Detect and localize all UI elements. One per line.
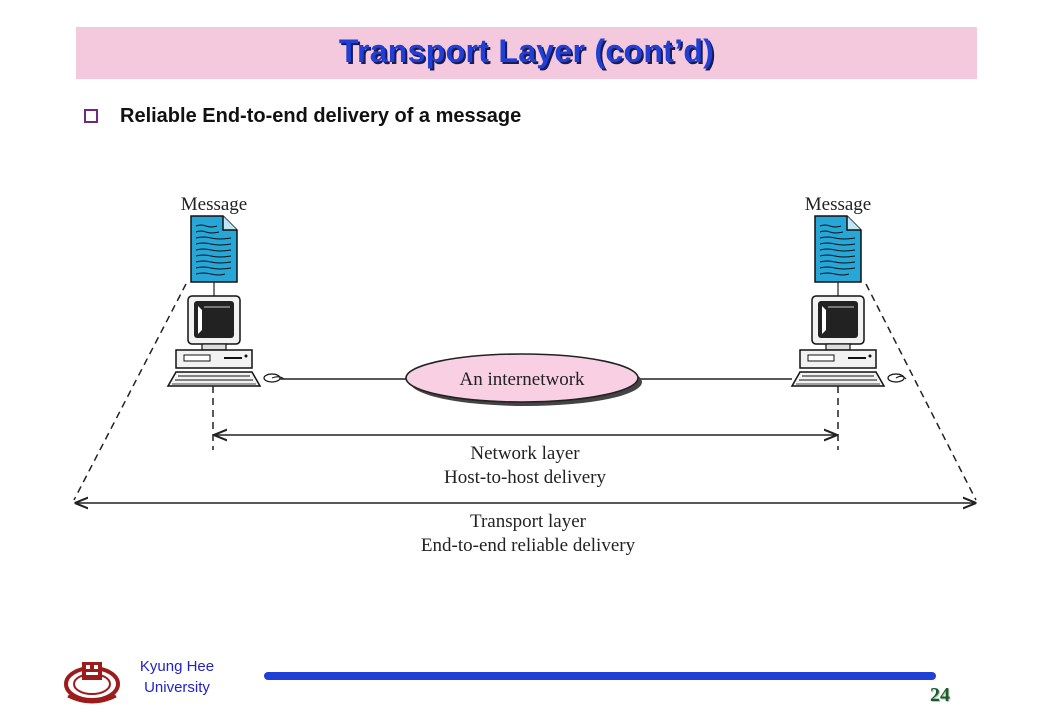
transport-layer-title: Transport layer xyxy=(470,511,587,532)
left-computer-icon xyxy=(167,295,281,387)
left-document-icon xyxy=(190,215,238,283)
title-bar: Transport Layer (cont’d) xyxy=(76,27,977,79)
bullet-text: Reliable End-to-end delivery of a messag… xyxy=(120,105,522,127)
university-name-line1: Kyung Hee xyxy=(139,658,215,675)
slide-title: Transport Layer (cont’d) xyxy=(338,33,715,69)
page-number: 24 xyxy=(930,684,950,706)
left-message-label: Message xyxy=(181,194,247,215)
internetwork-cloud xyxy=(405,353,642,406)
network-layer-subtitle: Host-to-host delivery xyxy=(444,467,607,488)
right-computer-icon xyxy=(791,295,905,387)
university-logo-icon xyxy=(64,662,120,704)
right-document-icon xyxy=(814,215,862,283)
network-layer-title: Network layer xyxy=(470,443,580,464)
transport-layer-subtitle: End-to-end reliable delivery xyxy=(421,535,636,556)
university-name: Kyung Hee University xyxy=(122,656,232,698)
bullet-square-icon xyxy=(84,109,98,123)
footer-bar xyxy=(264,672,936,680)
right-message-label: Message xyxy=(805,194,871,215)
university-name-line2: University xyxy=(144,679,210,696)
internetwork-label: An internetwork xyxy=(459,369,585,390)
